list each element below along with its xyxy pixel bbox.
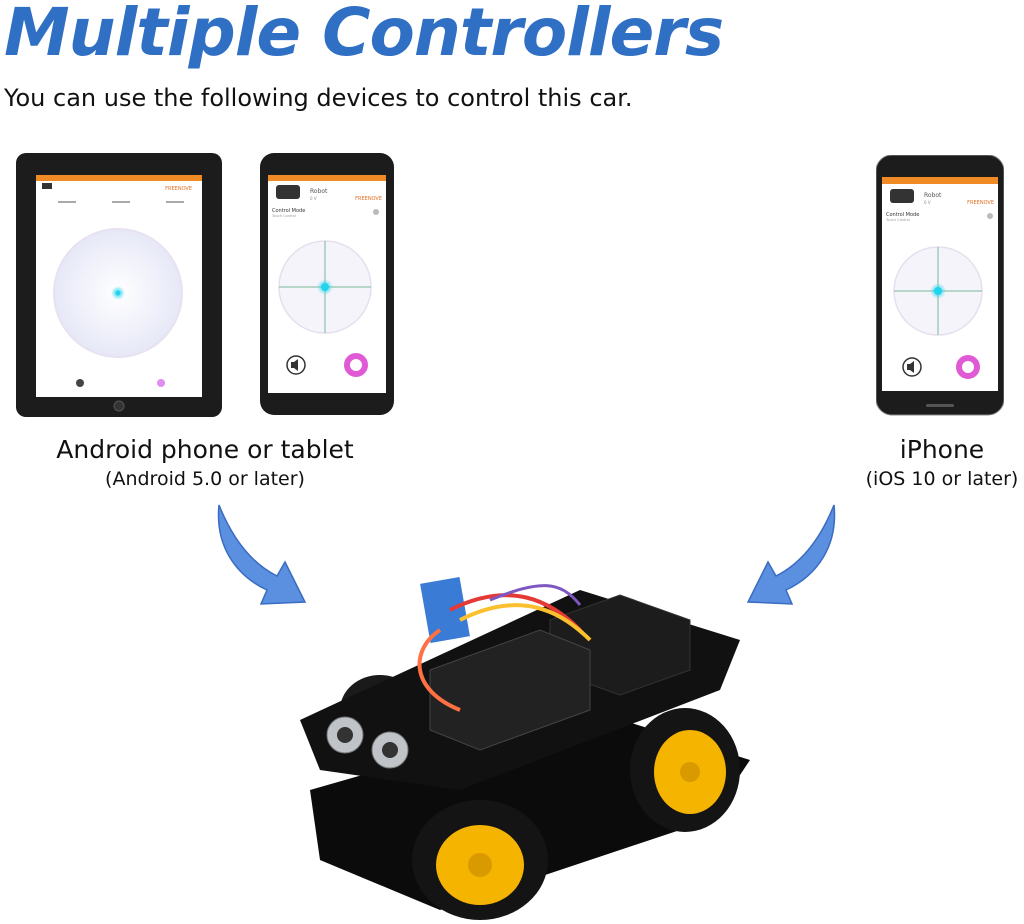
page-subtitle: You can use the following devices to con… bbox=[4, 84, 633, 112]
svg-text:FREENOVE: FREENOVE bbox=[355, 196, 382, 202]
left-arrow-icon bbox=[205, 500, 315, 619]
android-phone-image: Robot 0 V FREENOVE Control Mode Touch Co… bbox=[260, 153, 394, 421]
svg-text:Touch Control: Touch Control bbox=[271, 214, 296, 218]
android-tablet-image: FREENOVE bbox=[16, 153, 222, 423]
svg-text:Control Mode: Control Mode bbox=[886, 212, 919, 218]
svg-text:FREENOVE: FREENOVE bbox=[967, 200, 994, 206]
svg-text:0 V: 0 V bbox=[924, 200, 931, 205]
right-arrow-icon bbox=[738, 500, 848, 619]
android-requirement: (Android 5.0 or later) bbox=[105, 468, 305, 490]
android-caption: Android phone or tablet (Android 5.0 or … bbox=[0, 434, 410, 492]
svg-text:Touch Control: Touch Control bbox=[885, 218, 910, 222]
page-title: Multiple Controllers bbox=[4, 0, 724, 71]
iphone-requirement: (iOS 10 or later) bbox=[865, 468, 1019, 490]
android-label: Android phone or tablet bbox=[56, 435, 354, 464]
svg-text:FREENOVE: FREENOVE bbox=[165, 186, 192, 192]
svg-text:Control Mode: Control Mode bbox=[272, 208, 305, 214]
iphone-caption: iPhone (iOS 10 or later) bbox=[844, 434, 1024, 492]
iphone-image: Robot 0 V FREENOVE Control Mode Touch Co… bbox=[875, 154, 1005, 421]
svg-text:Robot: Robot bbox=[924, 192, 942, 199]
svg-text:0 V: 0 V bbox=[310, 196, 317, 201]
robot-car-image bbox=[290, 560, 760, 924]
svg-text:Robot: Robot bbox=[310, 188, 328, 195]
iphone-label: iPhone bbox=[899, 435, 985, 464]
